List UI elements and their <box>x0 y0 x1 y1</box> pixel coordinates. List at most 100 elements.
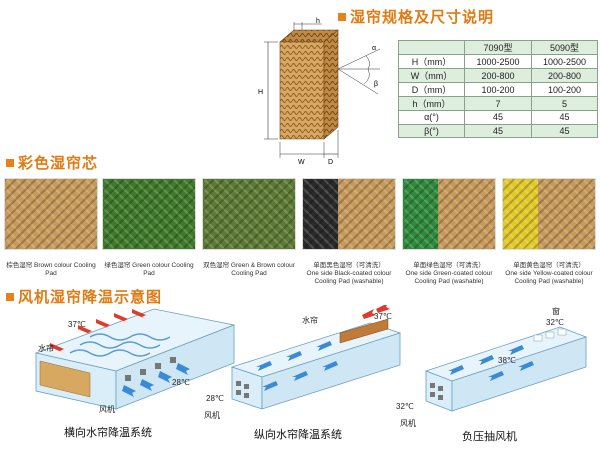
spec-table-cell: 1000-2500 <box>531 54 598 69</box>
section-bullet-icon <box>6 158 14 167</box>
cooling-pad-caption-line: Cooling Pad (washable) <box>414 278 484 285</box>
d2-fan-label: 风机 <box>204 411 220 420</box>
fan-grid <box>236 381 249 398</box>
beta-label: β <box>374 81 378 88</box>
cooling-pad-photo <box>302 178 396 250</box>
spec-table-cell: 45 <box>531 110 598 125</box>
spec-table-cell: W（mm） <box>398 68 465 83</box>
spec-table-cell: α(°) <box>398 110 465 125</box>
spec-table-cell: 7 <box>464 96 532 111</box>
cooling-pad-caption-line: 棕色湿帘 Brown colour Cooling Pad <box>6 262 96 277</box>
H-label: H <box>258 89 263 96</box>
spec-table-cell: β(°) <box>398 123 465 138</box>
spec-section-header: 湿帘规格及尺寸说明 <box>338 6 494 27</box>
cool-air-arrows <box>256 341 338 391</box>
spec-table-cell: H（mm） <box>398 54 465 69</box>
spec-table-cell: 200-800 <box>464 68 532 83</box>
cooling-pad-caption-line: One side Black-coated colour <box>306 270 392 277</box>
air-arrows <box>448 345 534 381</box>
cooling-pad-caption-line: One side Green-coated colour <box>405 270 493 277</box>
spec-table-cell: 100-200 <box>531 82 598 97</box>
W-label: W <box>298 159 305 166</box>
spec-table-cell: 7090型 <box>464 40 532 55</box>
water-curtain-strip <box>339 318 389 344</box>
spec-table-cell: 45 <box>464 110 532 125</box>
spec-table-cell: D（mm） <box>398 82 465 97</box>
cooling-pad-photo <box>402 178 496 250</box>
spec-table-cell: 200-800 <box>531 68 598 83</box>
d3-temp-out-label: 32℃ <box>396 402 414 411</box>
d3-window-label: 窗 <box>552 307 560 316</box>
cooling-pad-caption-line: Cooling Pad (washable) <box>314 278 384 285</box>
cooling-pad-photo <box>102 178 196 250</box>
d1-water-curtain-label: 水帘 <box>38 344 54 353</box>
hot-air-arrows <box>362 305 390 319</box>
cooling-pad-caption-line: Cooling Pad (washable) <box>514 278 584 285</box>
alpha-label: α <box>372 45 376 52</box>
window-row <box>533 328 567 342</box>
hot-air-arrows <box>50 309 146 353</box>
d1-temp-out-label: 28℃ <box>172 378 190 387</box>
fan-grid <box>430 383 443 400</box>
cooling-pad-photo <box>502 178 596 250</box>
exhaust-fan-diagram <box>424 326 588 412</box>
cooling-pad-caption-line: 单面黑色湿帘（可清洗） <box>313 262 385 269</box>
d2-temp-in-label: 37℃ <box>374 312 392 321</box>
spec-table-cell: 5 <box>531 96 598 111</box>
spec-table-cell: 45 <box>531 123 598 138</box>
cooling-pad-caption-line: 双色湿帘 Green & Brown colour Cooling Pad <box>203 262 295 277</box>
cooling-pad-caption: 双色湿帘 Green & Brown colour Cooling Pad <box>200 262 298 278</box>
d1-fan-label: 风机 <box>99 405 115 414</box>
spec-table-cell: 1000-2500 <box>464 54 532 69</box>
d3-temp-mid-label: 38℃ <box>498 356 516 365</box>
cool-air-arrows <box>122 363 190 397</box>
pad-side-face <box>323 29 339 140</box>
D-label: D <box>328 159 333 166</box>
spec-table-cell: 5090型 <box>531 40 598 55</box>
cooling-pad-caption: 单面黄色湿帘（可清洗）One side Yellow-coated colour… <box>500 262 598 286</box>
cooling-pad-caption-line: 单面黄色湿帘（可清洗） <box>513 262 585 269</box>
pad-front-face <box>279 41 325 140</box>
longitudinal-cooling-diagram <box>230 305 402 410</box>
diagram-section-title: 风机湿帘降温示意图 <box>18 288 163 306</box>
pad-dimension-drawing: h H W D α β <box>258 18 381 166</box>
spec-table-cell: 45 <box>464 123 532 138</box>
diagram-section-header: 风机湿帘降温示意图 <box>6 286 162 307</box>
color-section-header: 彩色湿帘芯 <box>6 152 98 173</box>
fan-grid <box>125 357 176 381</box>
cooling-pad-photo <box>202 178 296 250</box>
d1-caption: 横向水帘降温系统 <box>64 426 152 439</box>
d3-caption: 负压抽风机 <box>462 430 517 443</box>
d2-temp-out-label: 28℃ <box>206 394 224 403</box>
cooling-pad-photo <box>4 178 98 250</box>
water-curtain-strip <box>39 360 91 398</box>
horizontal-cooling-diagram <box>34 308 236 410</box>
cooling-pad-caption: 绿色湿帘 Green colour Cooling Pad <box>100 262 198 278</box>
d2-caption: 纵向水帘降温系统 <box>254 428 342 441</box>
spec-table-cell: h（mm） <box>398 96 465 111</box>
cooling-pad-caption: 棕色湿帘 Brown colour Cooling Pad <box>2 262 100 278</box>
spec-table-cell <box>398 40 465 55</box>
cooling-pad-caption-line: 绿色湿帘 Green colour Cooling Pad <box>104 262 194 277</box>
cooling-pad-caption-line: One side Yellow-coated colour <box>505 270 593 277</box>
d2-water-curtain-label: 水帘 <box>302 316 318 325</box>
spec-table-cell: 100-200 <box>464 82 532 97</box>
section-bullet-icon <box>6 292 14 301</box>
cooling-pad-caption-line: 单面绿色湿帘（可清洗） <box>413 262 485 269</box>
d1-temp-in-label: 37℃ <box>68 320 86 329</box>
d3-fan-label: 风机 <box>400 419 416 428</box>
h-label: h <box>316 18 320 25</box>
spec-section-title: 湿帘规格及尺寸说明 <box>350 8 495 26</box>
d3-temp-in-label: 32℃ <box>546 318 564 327</box>
section-bullet-icon <box>338 12 346 21</box>
